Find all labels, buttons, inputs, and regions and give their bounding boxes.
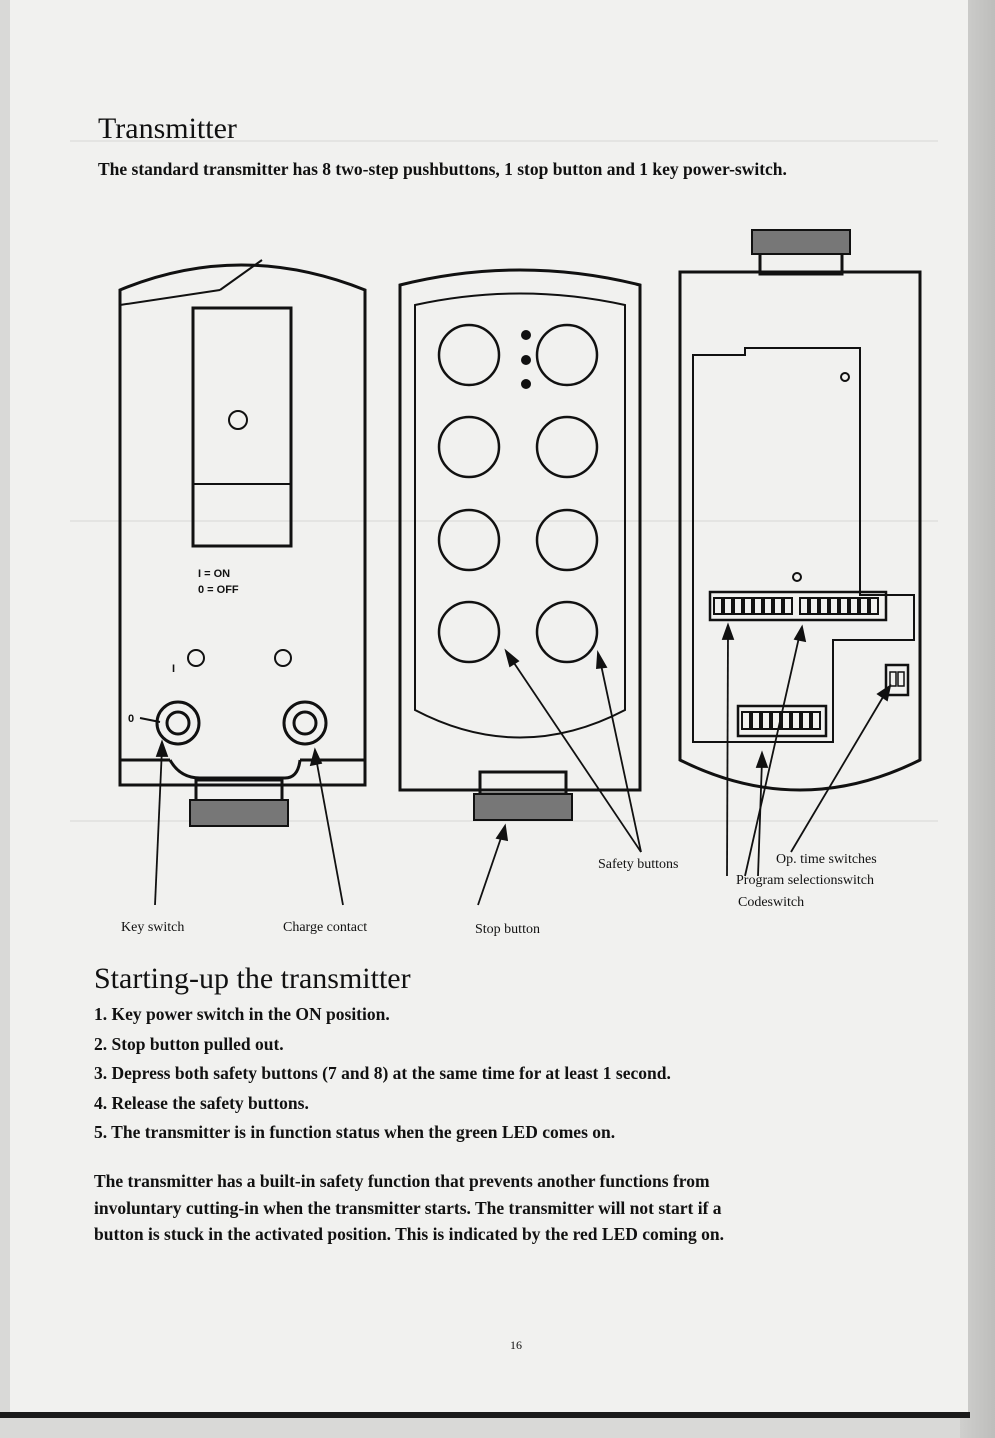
list-item: 3. Depress both safety buttons (7 and 8)… bbox=[94, 1063, 671, 1083]
stop-button-icon bbox=[473, 770, 573, 821]
page-bottom-edge bbox=[0, 1412, 970, 1418]
list-item: 4. Release the safety buttons. bbox=[94, 1092, 309, 1113]
list-item: 5. The transmitter is in function status… bbox=[94, 1122, 616, 1142]
label-charge-contact: Charge contact bbox=[283, 920, 367, 935]
label-key-switch: Key switch bbox=[121, 920, 184, 935]
intro-text: The standard transmitter has 8 two-step … bbox=[98, 159, 787, 179]
marker-0: 0 bbox=[128, 713, 134, 725]
charge-contact-icon bbox=[282, 700, 328, 746]
switch-on-label: I = ON bbox=[198, 568, 230, 580]
stop-button-knob-left bbox=[189, 778, 289, 827]
transmitter-side-view: I = ON 0 = OFF I 0 bbox=[118, 259, 367, 827]
bleed-through bbox=[70, 520, 938, 522]
switch-off-label: 0 = OFF bbox=[198, 584, 239, 596]
transmitter-front-view bbox=[398, 268, 642, 821]
section-title-starting-up: Starting-up the transmitter bbox=[94, 962, 411, 995]
transmitter-internal-view bbox=[678, 229, 922, 792]
label-program-selection-switch: Program selectionswitch bbox=[736, 873, 874, 888]
transmitter-diagram: I = ON 0 = OFF I 0 bbox=[118, 229, 922, 937]
list-item: 1. Key power switch in the ON position. bbox=[94, 1004, 390, 1024]
section-title-transmitter: Transmitter bbox=[98, 112, 237, 145]
label-op-time-switches: Op. time switches bbox=[776, 852, 877, 867]
safety-function-paragraph: The transmitter has a built-in safety fu… bbox=[94, 1171, 724, 1244]
bleed-through bbox=[70, 140, 938, 142]
list-item: 2. Stop button pulled out. bbox=[94, 1033, 284, 1054]
label-codeswitch: Codeswitch bbox=[738, 895, 804, 910]
page-number: 16 bbox=[510, 1338, 522, 1352]
steps-list: 1. Key power switch in the ON position. … bbox=[94, 1000, 894, 1148]
key-switch-icon bbox=[155, 700, 201, 746]
led-indicators bbox=[521, 330, 531, 389]
pushbutton-icon bbox=[437, 323, 599, 664]
marker-i: I bbox=[172, 663, 175, 675]
leader-lines bbox=[154, 622, 892, 906]
label-safety-buttons: Safety buttons bbox=[598, 857, 679, 872]
label-stop-button: Stop button bbox=[475, 922, 540, 937]
dip-switch-icon bbox=[708, 590, 910, 738]
